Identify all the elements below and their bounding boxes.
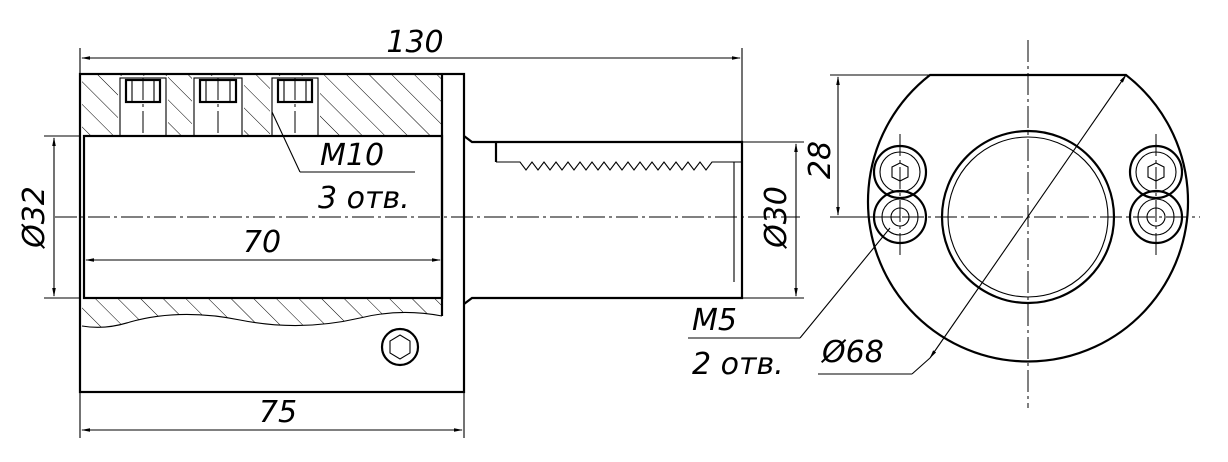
section-view: 130 75 70 Ø32 Ø30 M10 3 отв. xyxy=(17,25,804,438)
right-screw-holes xyxy=(1128,134,1184,256)
m10-label: M10 xyxy=(320,138,384,173)
end-view: 28 Ø68 M5 2 отв. xyxy=(688,40,1200,408)
shank-outline xyxy=(463,135,744,305)
m10-leader-line xyxy=(271,111,301,173)
section-break-line xyxy=(81,311,443,328)
shank-diameter-label: Ø30 xyxy=(759,186,794,250)
m10-threaded-hole-3 xyxy=(271,77,319,137)
m5-count-label: 2 отв. xyxy=(692,347,784,382)
offset-label: 28 xyxy=(803,141,838,179)
bore-diameter-label: Ø32 xyxy=(17,186,52,250)
flange-outline xyxy=(866,73,1190,363)
bottom-wall-section xyxy=(82,298,442,328)
m10-count-label: 3 отв. xyxy=(318,181,410,216)
top-wall-section xyxy=(82,74,442,136)
shank-serrations xyxy=(496,161,742,171)
flange-diameter-dim-line xyxy=(929,74,1127,359)
body-length-label: 75 xyxy=(259,395,297,430)
overall-length-label: 130 xyxy=(386,25,443,60)
bore-depth-label: 70 xyxy=(243,225,281,260)
m5-leader-line xyxy=(799,227,891,339)
m10-threaded-hole-1 xyxy=(119,77,167,137)
m5-label: M5 xyxy=(692,303,737,338)
m10-threaded-hole-2 xyxy=(193,77,243,137)
socket-screw-icon xyxy=(380,327,420,367)
flange-diameter-label: Ø68 xyxy=(820,335,884,370)
